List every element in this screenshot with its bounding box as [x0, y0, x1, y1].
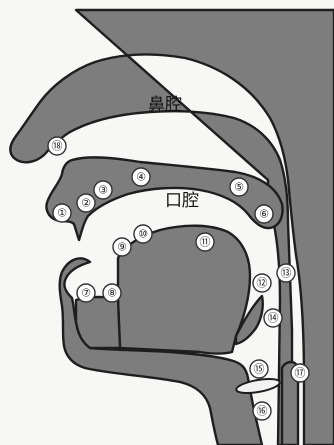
marker-7-label: ⑦	[81, 287, 91, 300]
marker-12: ⑫	[253, 274, 271, 292]
marker-6-label: ⑥	[259, 208, 269, 221]
marker-10-label: ⑩	[138, 228, 148, 241]
marker-17: ⑰	[291, 364, 309, 382]
marker-7: ⑦	[77, 284, 95, 302]
marker-15-label: ⑮	[254, 363, 265, 376]
marker-13-label: ⑬	[281, 267, 292, 280]
marker-1-label: ①	[57, 207, 67, 220]
marker-14: ⑭	[264, 309, 282, 327]
marker-17-label: ⑰	[295, 367, 306, 380]
marker-10: ⑩	[134, 225, 152, 243]
nasal-cavity-label: 鼻腔	[148, 95, 182, 115]
marker-8: ⑧	[103, 284, 121, 302]
marker-16: ⑯	[253, 402, 271, 420]
marker-6: ⑥	[255, 205, 273, 223]
marker-18-label: ⑱	[52, 140, 63, 153]
marker-5: ⑤	[230, 178, 248, 196]
marker-16-label: ⑯	[257, 405, 268, 418]
marker-4-label: ④	[136, 171, 146, 184]
marker-5-label: ⑤	[234, 181, 244, 194]
marker-3-label: ③	[98, 184, 108, 197]
marker-13: ⑬	[277, 264, 295, 282]
marker-11-label: ⑪	[200, 236, 211, 249]
marker-2: ②	[77, 194, 95, 212]
marker-18: ⑱	[48, 137, 66, 155]
chin	[76, 297, 120, 348]
marker-4: ④	[132, 168, 150, 186]
marker-2-label: ②	[81, 197, 91, 210]
marker-11: ⑪	[196, 233, 214, 251]
marker-9: ⑨	[113, 238, 131, 256]
marker-8-label: ⑧	[107, 287, 117, 300]
oral-cavity-label: 口腔	[165, 191, 199, 211]
marker-1: ①	[53, 204, 71, 222]
marker-3: ③	[94, 181, 112, 199]
marker-15: ⑮	[250, 360, 268, 378]
marker-9-label: ⑨	[117, 241, 127, 254]
marker-12-label: ⑫	[257, 277, 268, 290]
marker-14-label: ⑭	[268, 312, 279, 325]
